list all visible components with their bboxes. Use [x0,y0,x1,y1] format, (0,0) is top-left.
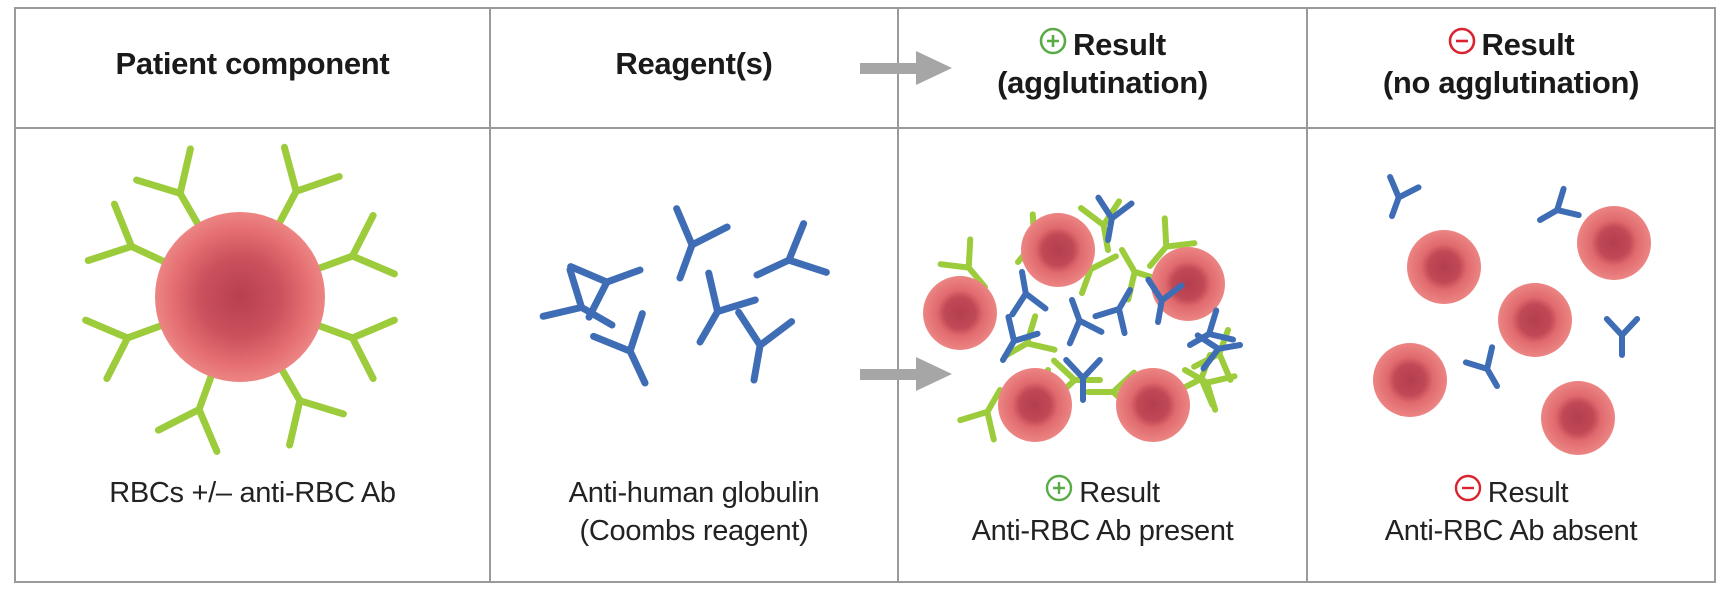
header-reagents: Reagent(s) [491,0,897,128]
minus-circle-icon [1454,474,1482,512]
caption-text: Result [1487,477,1569,509]
header-text: Reagent(s) [615,46,773,81]
header-patient-component: Patient component [16,0,489,128]
outer-border-bottom [14,581,1716,583]
caption-subtext: Anti-RBC Ab present [971,515,1234,547]
patient-antibody [1147,215,1198,269]
patient-antibody [310,211,398,278]
caption-positive-result: Result Anti-RBC Ab present [899,474,1306,550]
caption-text: Anti-human globulin [568,477,820,509]
arrow-right-body [860,357,952,391]
patient-antibody [273,143,343,231]
patient-antibody [310,316,398,383]
caption-text: RBCs +/– anti-RBC Ab [109,477,396,509]
red-blood-cell [1498,283,1572,357]
patient-antibody [84,200,172,268]
caption-line: Result [1045,474,1160,512]
header-text: Patient component [115,46,390,81]
coombs-antibody [539,266,616,329]
caption-line: Result [1454,474,1569,512]
plus-circle-icon [1045,474,1073,512]
patient-antibody [1002,313,1058,359]
red-blood-cell [1373,343,1447,417]
header-negative-result: Result (no agglutination) [1308,0,1714,128]
red-blood-cell [1151,247,1225,321]
coombs-antibody [1066,297,1105,347]
coombs-antibody [590,310,649,387]
patient-antibody [1182,367,1238,413]
patient-antibody [82,316,170,383]
coombs-antibody [1187,307,1237,348]
coombs-antibody [673,205,731,282]
coombs-antibody [1387,173,1422,219]
header-subtext: (agglutination) [997,65,1208,100]
minus-circle-icon [1448,26,1476,64]
plus-circle-icon [1039,26,1067,64]
header-text: Result [1073,27,1166,62]
coombs-antibody [1063,357,1103,403]
header-subtext: (no agglutination) [1382,65,1640,100]
outer-border-top [14,7,1716,9]
red-blood-cell [1021,213,1095,287]
coombs-antibody [1462,344,1500,389]
header-line: Result [1039,26,1166,64]
coombs-antibody [567,263,644,321]
column-divider-3 [1306,7,1308,583]
arrow-right-header [860,51,952,85]
red-blood-cell [923,276,997,350]
caption-subtext: (Coombs reagent) [579,515,809,547]
red-blood-cell [1407,230,1481,304]
red-blood-cell [1116,368,1190,442]
coombs-antibody [696,269,759,346]
coombs-antibody [1000,313,1041,363]
patient-antibody [154,367,221,455]
red-blood-cell [998,368,1072,442]
patient-antibody [133,145,204,233]
column-divider-1 [489,7,491,583]
coombs-antibody [1145,276,1185,325]
caption-subtext: Anti-RBC Ab absent [1384,515,1638,547]
coombs-antibody [735,308,796,384]
outer-border-left [14,7,16,583]
header-divider [14,127,1716,129]
patient-antibody [276,361,347,449]
red-blood-cell [1577,206,1651,280]
coombs-antibody [1603,316,1641,358]
header-positive-result: Result (agglutination) [899,0,1306,128]
coombs-antibody [1092,287,1133,337]
outer-border-right [1714,7,1716,583]
header-text: Result [1481,27,1575,62]
red-blood-cell [1541,381,1615,455]
red-blood-cell-large [155,212,325,382]
column-divider-2 [897,7,899,583]
caption-reagents: Anti-human globulin (Coombs reagent) [491,474,897,550]
coombs-antibody [1009,269,1049,318]
caption-negative-result: Result Anti-RBC Ab absent [1308,474,1714,550]
caption-text: Result [1079,477,1160,509]
coombs-antibody [1095,194,1135,243]
coombs-antibody [1537,185,1582,223]
coombs-antibody [753,220,830,279]
header-line: Result [1448,26,1575,64]
caption-patient-component: RBCs +/– anti-RBC Ab [16,474,489,512]
patient-antibody [957,387,1003,443]
